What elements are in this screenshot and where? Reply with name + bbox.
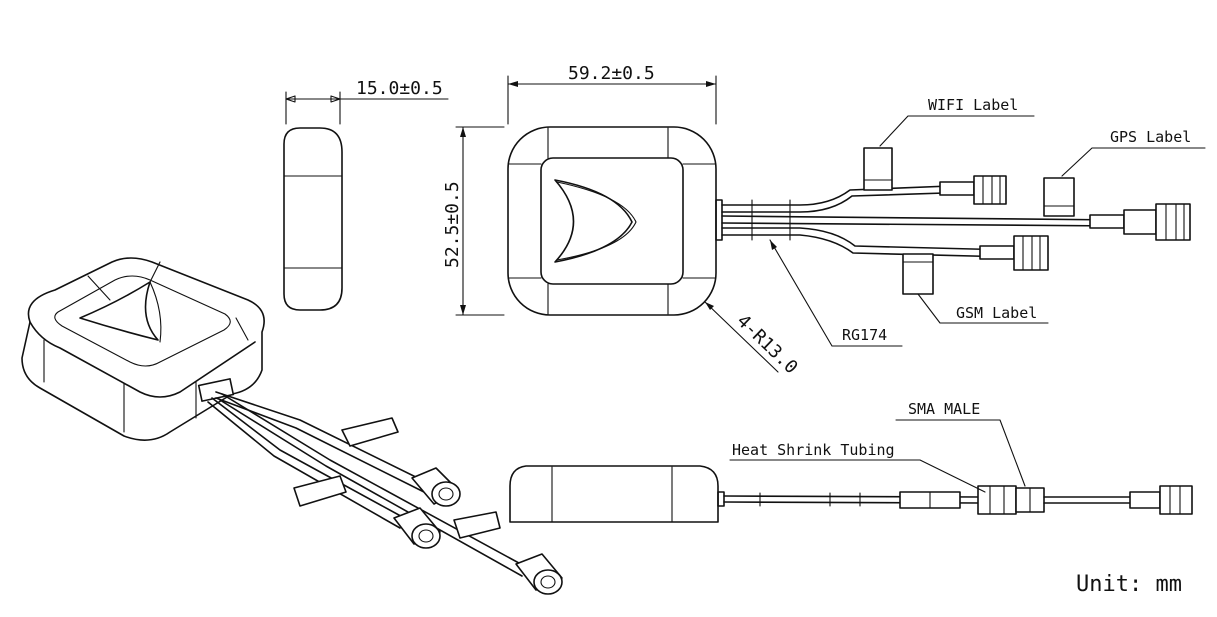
sma-male-callout: SMA MALE: [908, 400, 980, 418]
side-view: 15.0±0.5: [283, 78, 449, 311]
iso-connector-1: [411, 467, 461, 507]
heat-shrink-callout: Heat Shrink Tubing: [732, 441, 895, 459]
thickness-dimension: 15.0±0.5: [356, 78, 443, 99]
width-dimension: 59.2±0.5: [568, 63, 655, 84]
cable-type-callout: RG174: [842, 326, 887, 344]
front-view: 59.2±0.5 52.5±0.5 4-R13.0: [442, 63, 802, 378]
height-dimension: 52.5±0.5: [442, 181, 463, 268]
corner-radius-dimension: 4-R13.0: [733, 310, 802, 378]
iso-connector-3: [515, 553, 563, 595]
cable-assembly-front: WIFI Label GPS Label GSM Label RG174: [721, 96, 1206, 347]
gsm-label-callout: GSM Label: [956, 304, 1037, 322]
bottom-side-view: Heat Shrink Tubing SMA MALE: [509, 400, 1193, 523]
unit-label: Unit: mm: [1076, 572, 1182, 597]
gps-label-callout: GPS Label: [1110, 128, 1191, 146]
iso-connector-2: [393, 507, 441, 549]
isometric-view: [21, 257, 563, 595]
wifi-label-callout: WIFI Label: [928, 96, 1018, 114]
